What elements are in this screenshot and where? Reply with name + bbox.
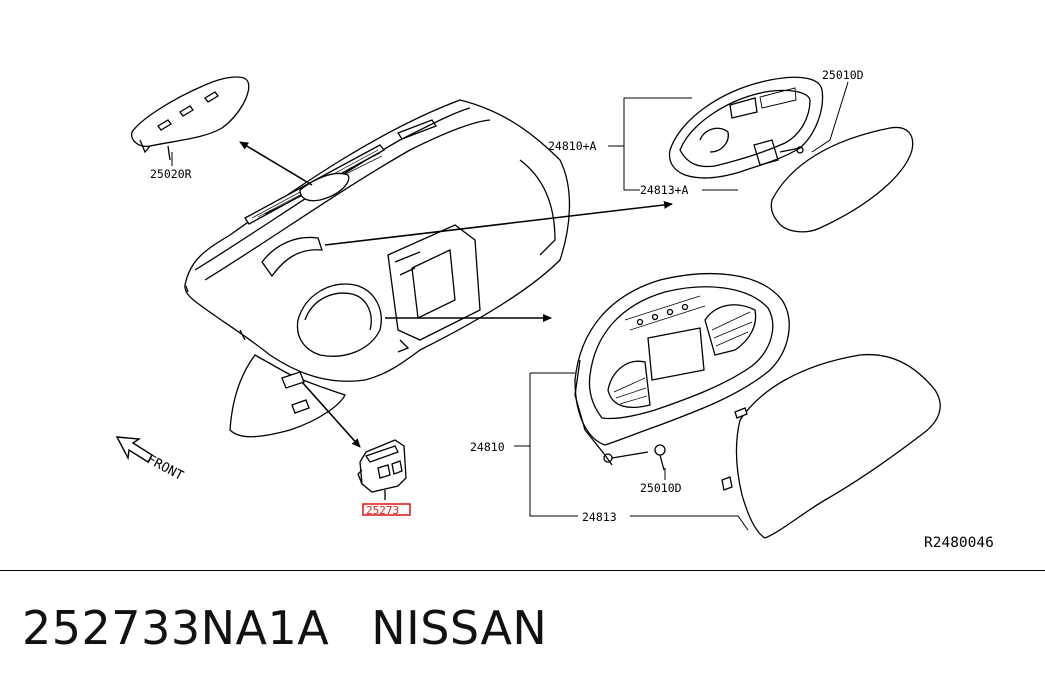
meter-lower-part	[574, 272, 790, 471]
footer-divider	[0, 570, 1045, 571]
highlight-box	[362, 503, 411, 516]
callout-25020R: 25020R	[150, 167, 192, 181]
dashboard-assembly	[184, 99, 571, 438]
front-label: FRONT	[144, 452, 186, 484]
reference-code: R2480046	[924, 535, 994, 551]
brand-name: NISSAN	[371, 601, 548, 655]
meter-upper-part	[668, 76, 824, 179]
footer: 252733NA1A NISSAN	[22, 598, 547, 658]
highlighted-part-label[interactable]: 25273	[362, 503, 411, 517]
parts-diagram: FRONT	[115, 68, 994, 551]
part-number: 252733NA1A	[22, 601, 330, 655]
callout-labels: 25020R 25010D 24810+A 24813+A 24810 2501…	[150, 68, 994, 551]
callout-24810A: 24810+A	[548, 139, 597, 153]
assembly-arrows	[239, 141, 673, 448]
meter-upper-lens	[770, 126, 914, 233]
callout-24810: 24810	[470, 440, 505, 454]
switch-part	[357, 439, 407, 500]
vent-cover-part	[131, 76, 250, 161]
callout-25273: 25273	[366, 504, 399, 517]
callout-24813: 24813	[582, 510, 617, 524]
callout-25010D-top: 25010D	[822, 68, 864, 82]
meter-lower-lens	[721, 353, 941, 539]
leader-lines	[171, 81, 849, 531]
callout-24813A: 24813+A	[640, 183, 689, 197]
callout-25010D-bottom: 25010D	[640, 481, 682, 495]
front-direction-arrow	[115, 436, 153, 463]
